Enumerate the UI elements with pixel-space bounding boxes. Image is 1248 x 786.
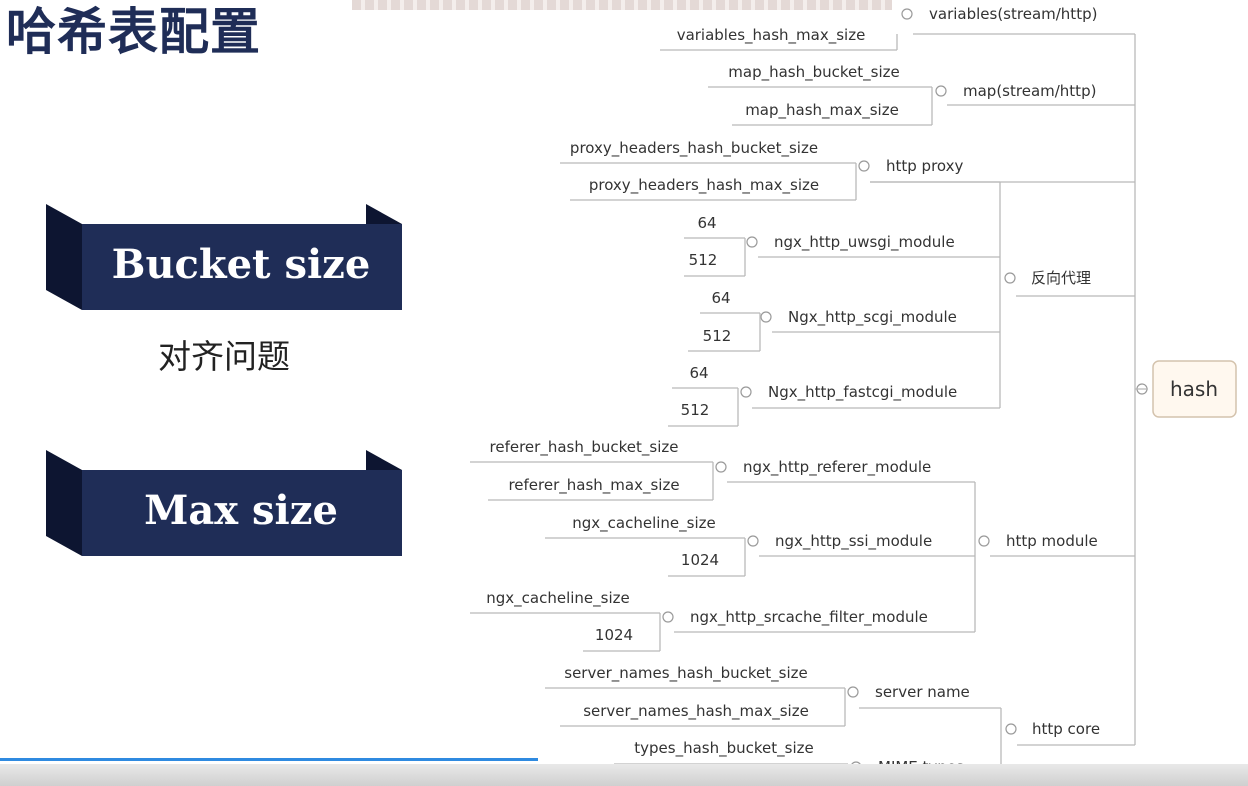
leaf-label: ngx_cacheline_size xyxy=(486,589,629,608)
sub-branch-label: ngx_http_uwsgi_module xyxy=(774,233,955,252)
collapse-icon xyxy=(847,686,859,698)
ribbon-label: Bucket size xyxy=(111,240,371,288)
collapse-icon xyxy=(740,386,752,398)
sub-branch-label: ngx_http_referer_module xyxy=(743,458,931,477)
root-label: hash xyxy=(1170,377,1218,401)
page-title: 哈希表配置 xyxy=(6,3,261,61)
collapse-icon xyxy=(1004,272,1016,284)
leaf-label: 64 xyxy=(689,364,708,382)
leaf-label: ngx_cacheline_size xyxy=(572,514,715,533)
ribbon-bucket-size: Bucket size xyxy=(46,200,406,312)
sub-branch-label: Ngx_http_scgi_module xyxy=(788,308,957,327)
leaf-label: proxy_headers_hash_max_size xyxy=(589,176,819,195)
root-node xyxy=(1152,360,1237,418)
collapse-icon xyxy=(760,311,772,323)
leaf-label: map_hash_max_size xyxy=(745,101,899,120)
collapse-icon xyxy=(715,461,727,473)
leaf-label: proxy_headers_hash_bucket_size xyxy=(570,139,818,158)
video-progress-bar[interactable] xyxy=(0,758,538,761)
ribbon-shape xyxy=(46,204,402,310)
branch-label: http module xyxy=(1006,532,1098,550)
leaf-label: 1024 xyxy=(595,626,633,644)
ribbon-label: Max size xyxy=(144,486,338,534)
branch-label: variables(stream/http) xyxy=(929,5,1097,23)
collapse-icon xyxy=(978,535,990,547)
collapse-icon xyxy=(858,160,870,172)
leaf-label: variables_hash_max_size xyxy=(677,26,866,45)
leaf-label: map_hash_bucket_size xyxy=(728,63,899,82)
branch-label: http proxy xyxy=(886,157,964,175)
leaf-label: 64 xyxy=(697,214,716,232)
watermark xyxy=(352,0,892,10)
collapse-icon xyxy=(662,611,674,623)
leaf-label: server_names_hash_bucket_size xyxy=(564,664,807,683)
leaf-label: 512 xyxy=(703,327,732,345)
leaf-label: 512 xyxy=(681,401,710,419)
leaf-label: types_hash_bucket_size xyxy=(634,739,813,758)
player-bar xyxy=(0,764,1248,786)
branch-label: 反向代理 xyxy=(1031,269,1091,287)
collapse-icon xyxy=(901,8,913,20)
ribbon-max-size: Max size xyxy=(46,446,406,558)
leaf-label: referer_hash_max_size xyxy=(508,476,679,495)
collapse-icon xyxy=(1005,723,1017,735)
branch-label: map(stream/http) xyxy=(963,82,1096,100)
subtitle-alignment: 对齐问题 xyxy=(158,337,290,376)
collapse-icon xyxy=(935,85,947,97)
sub-branch-label: ngx_http_srcache_filter_module xyxy=(690,608,928,627)
leaf-label: 1024 xyxy=(681,551,719,569)
sub-branch-label: ngx_http_ssi_module xyxy=(775,532,932,551)
leaf-label: 64 xyxy=(711,289,730,307)
leaf-label: 512 xyxy=(689,251,718,269)
branch-label: http core xyxy=(1032,720,1100,738)
collapse-icon xyxy=(747,535,759,547)
collapse-icon xyxy=(746,236,758,248)
sub-branch-label: Ngx_http_fastcgi_module xyxy=(768,383,957,402)
ribbon-shape xyxy=(46,450,402,556)
sub-branch-label: server name xyxy=(875,683,970,701)
leaf-label: referer_hash_bucket_size xyxy=(490,438,679,457)
leaf-label: server_names_hash_max_size xyxy=(583,702,809,721)
